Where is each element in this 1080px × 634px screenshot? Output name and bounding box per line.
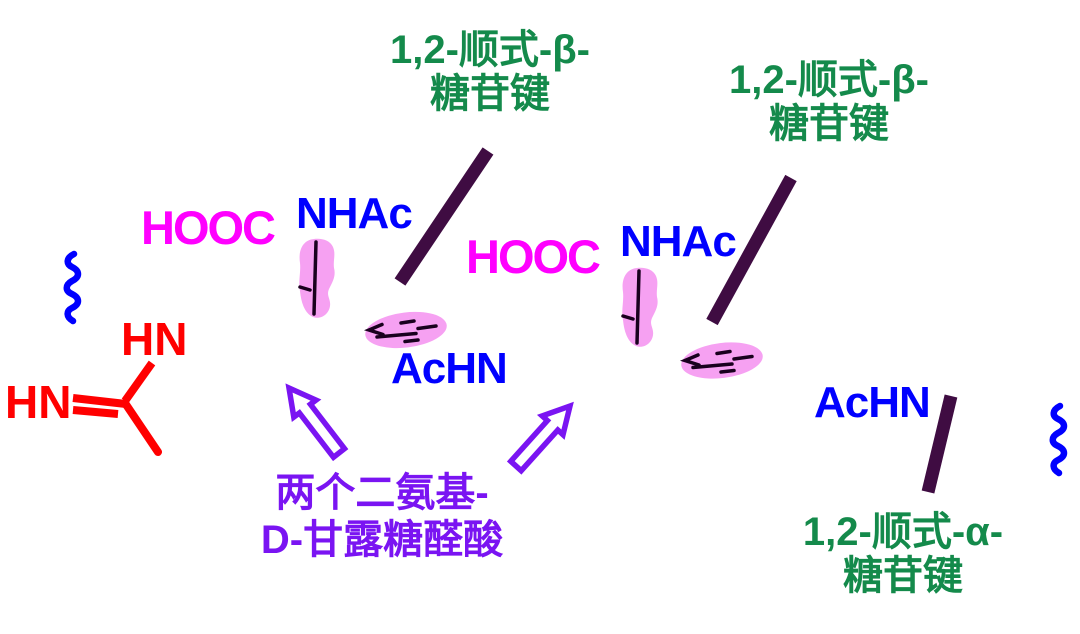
pointer-arrow-left-icon (285, 383, 349, 462)
label-hn-upper: HN (121, 313, 188, 365)
label-beta-bond-right-line1: 1,2-顺式-β- (729, 58, 929, 102)
label-nhac-mid: NHAc (620, 217, 737, 266)
label-alpha-bond-line2: 糖苷键 (843, 554, 963, 598)
label-achn-right: AcHN (814, 378, 931, 427)
amidine-group (72, 360, 162, 456)
label-alpha-bond-line1: 1,2-顺式-α- (802, 510, 1004, 554)
label-beta-bond-left: 1,2-顺式-β- 糖苷键 (390, 28, 590, 116)
glycosidic-bond-left (394, 147, 494, 286)
glycosidic-bond-right (921, 394, 958, 494)
label-alpha-bond: 1,2-顺式-α- 糖苷键 (803, 510, 1003, 598)
pointer-arrow-right-icon (506, 401, 574, 475)
label-beta-bond-right-line2: 糖苷键 (768, 102, 889, 146)
label-beta-bond-right: 1,2-顺式-β- 糖苷键 (729, 58, 929, 146)
sugar-ring-front-right-icon (620, 266, 660, 349)
label-beta-bond-left-line2: 糖苷键 (429, 72, 550, 116)
label-hn-lower: HN (5, 376, 72, 428)
label-hooc-mid: HOOC (466, 230, 601, 283)
label-hooc-left: HOOC (141, 201, 276, 254)
sugar-ring-front-left-icon (297, 237, 337, 320)
label-diamino-mannuronic-line2: D-甘露糖醛酸 (260, 518, 504, 562)
label-diamino-mannuronic: 两个二氨基- D-甘露糖醛酸 (261, 470, 503, 564)
label-achn-mid: AcHN (391, 344, 508, 393)
glycosidic-bond-mid (706, 174, 797, 326)
chain-squiggle-left-icon (67, 254, 78, 321)
sugar-ring-top-right-icon (677, 336, 767, 385)
chain-squiggle-right-icon (1053, 406, 1064, 473)
label-beta-bond-left-line1: 1,2-顺式-β- (390, 28, 590, 72)
label-nhac-left: NHAc (296, 189, 413, 238)
label-diamino-mannuronic-line1: 两个二氨基- (275, 471, 489, 515)
